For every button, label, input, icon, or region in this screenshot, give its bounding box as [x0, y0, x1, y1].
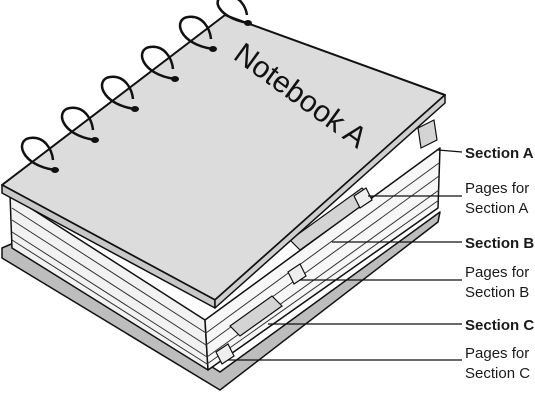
callout-leaders [228, 149, 463, 361]
divider-tab-b [289, 187, 373, 251]
label-section-c: Section C [465, 317, 534, 334]
front-cover-edge-right [214, 94, 446, 309]
label-pages-c-line1: Pages for [465, 345, 529, 362]
divider-tab-a [417, 119, 438, 149]
label-pages-a-line1: Pages for [465, 180, 529, 197]
label-pages-b-line1: Pages for [465, 264, 529, 281]
divider-tab-c [229, 295, 283, 337]
label-pages-c-line2: Section C [465, 365, 530, 382]
page-edges-left [11, 207, 208, 365]
label-pages-b-line2: Section B [465, 284, 529, 301]
label-section-b: Section B [465, 235, 534, 252]
label-section-a: Section A [465, 145, 534, 162]
callout-labels: Section A Pages for Section A Section B … [465, 145, 534, 382]
spiral-binding [20, 0, 249, 172]
tab-notches [215, 187, 373, 365]
label-pages-a-line2: Section A [465, 200, 528, 217]
